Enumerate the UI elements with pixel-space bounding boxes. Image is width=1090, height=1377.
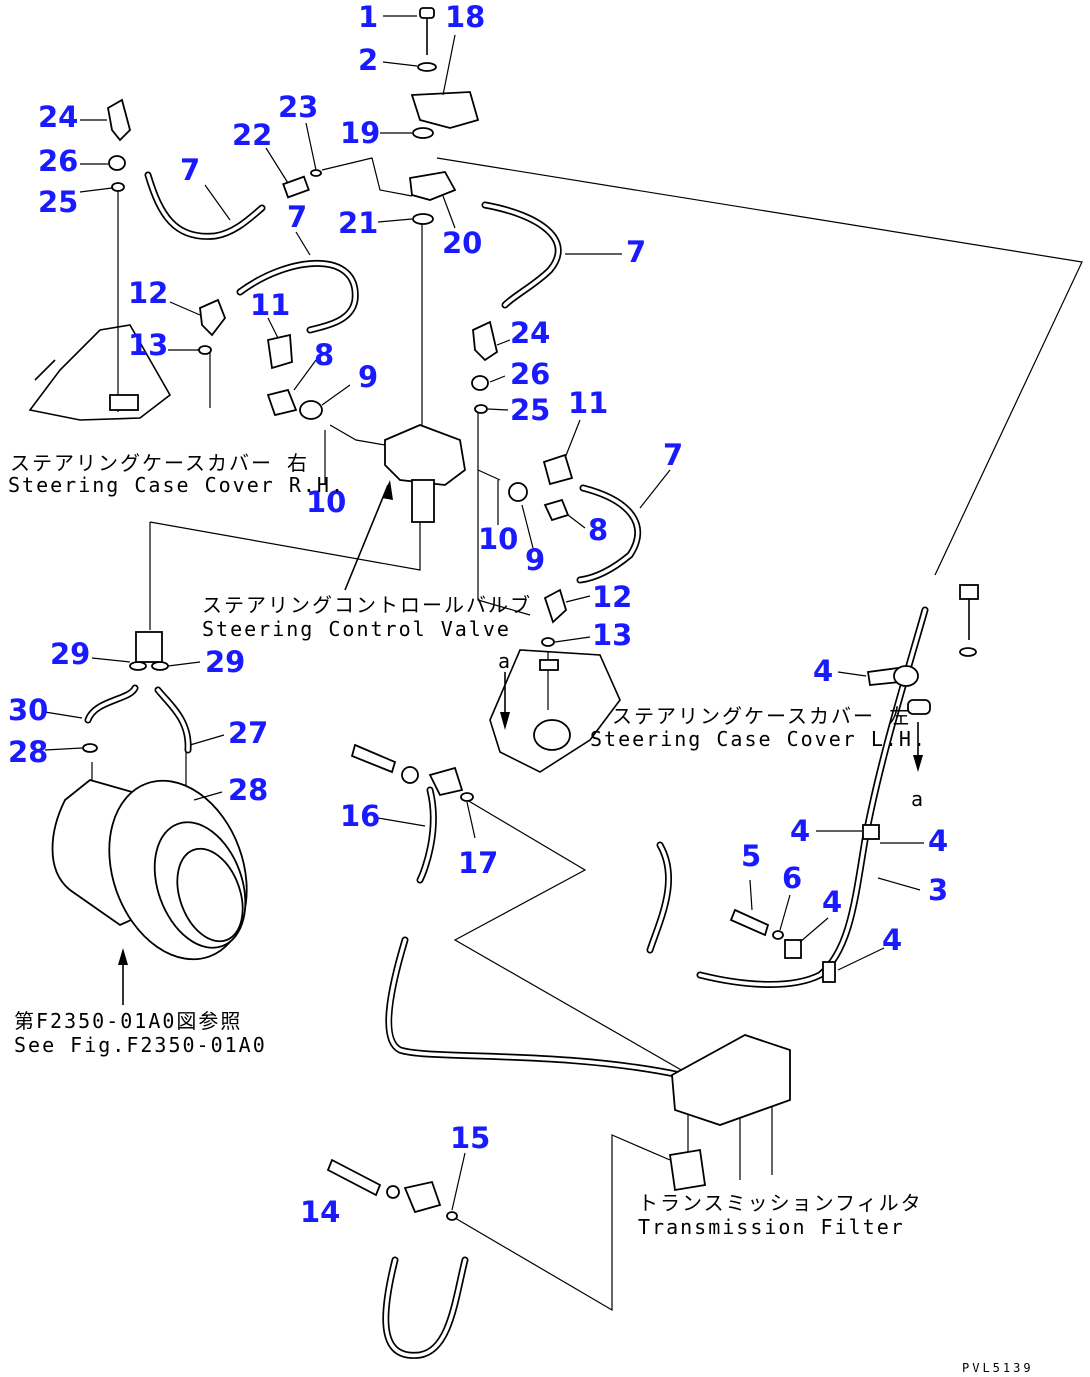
callout-28: 28: [228, 773, 268, 807]
label-see-fig-en: See Fig.F2350-01A0: [14, 1033, 267, 1057]
callout-27: 27: [228, 716, 268, 750]
callout-11: 11: [568, 386, 608, 420]
callout-4: 4: [928, 824, 948, 858]
callout-26: 26: [510, 357, 550, 391]
callout-4: 4: [882, 923, 902, 957]
callout-22: 22: [232, 118, 272, 152]
label-ref-a-right: a: [911, 787, 925, 811]
callout-25: 25: [510, 393, 550, 427]
callout-30: 30: [8, 693, 48, 727]
label-transmission-filter-en: Transmission Filter: [638, 1215, 905, 1239]
callout-5: 5: [741, 839, 761, 873]
callout-13: 13: [128, 328, 168, 362]
callout-23: 23: [278, 90, 318, 124]
callout-24: 24: [510, 316, 550, 350]
callout-14: 14: [300, 1195, 340, 1229]
callout-18: 18: [445, 0, 485, 34]
drawing-code: PVL5139: [962, 1361, 1034, 1375]
callout-2: 2: [358, 43, 378, 77]
callout-26: 26: [38, 144, 78, 178]
callout-4: 4: [790, 814, 810, 848]
callout-7: 7: [180, 153, 200, 187]
callout-8: 8: [588, 513, 608, 547]
callout-16: 16: [340, 799, 380, 833]
callout-4: 4: [813, 654, 833, 688]
steering-case-cover-lh: [489, 649, 621, 773]
callout-11: 11: [250, 288, 290, 322]
callout-21: 21: [338, 206, 378, 240]
label-control-valve-en: Steering Control Valve: [202, 617, 511, 641]
callout-29: 29: [50, 637, 90, 671]
callout-8: 8: [314, 338, 334, 372]
part-labels: ステアリングケースカバー 右 Steering Case Cover R.H. …: [8, 451, 1034, 1375]
label-control-valve-jp: ステアリングコントロールバルブ: [202, 593, 532, 617]
label-steering-case-lh-en: Steering Case Cover L.H.: [590, 727, 927, 751]
callout-17: 17: [458, 846, 498, 880]
label-transmission-filter-jp: トランスミッションフィルタ: [638, 1191, 923, 1215]
label-steering-case-lh-jp: ステアリングケースカバー 左: [612, 704, 911, 728]
callout-7: 7: [626, 235, 646, 269]
label-steering-case-rh-en: Steering Case Cover R.H.: [8, 473, 345, 497]
label-see-fig-jp: 第F2350-01A0図参照: [14, 1009, 242, 1033]
callout-3: 3: [928, 873, 948, 907]
callout-10: 10: [478, 522, 518, 556]
callout-6: 6: [782, 861, 802, 895]
callout-9: 9: [358, 360, 378, 394]
callout-1: 1: [358, 0, 378, 34]
callout-25: 25: [38, 185, 78, 219]
torque-converter: [51, 779, 248, 961]
callout-leaders: [44, 15, 924, 1211]
label-ref-a-left: a: [498, 649, 512, 673]
callout-19: 19: [340, 116, 380, 150]
callout-24: 24: [38, 100, 78, 134]
label-steering-case-rh-jp: ステアリングケースカバー 右: [10, 451, 309, 475]
callout-4: 4: [822, 885, 842, 919]
steering-case-cover-rh: [28, 324, 172, 421]
callout-10: 10: [306, 485, 346, 519]
callout-20: 20: [442, 226, 482, 260]
parts: [28, 7, 979, 1221]
callout-12: 12: [592, 580, 632, 614]
callout-13: 13: [592, 618, 632, 652]
callout-28: 28: [8, 735, 48, 769]
leader-lines: [91, 157, 1083, 1312]
callout-12: 12: [128, 276, 168, 310]
hoses: [84, 171, 929, 1359]
callout-7: 7: [287, 200, 307, 234]
callout-numbers: 1 18 2 24 23 19 22 26 7 25 7 21 20 7 12 …: [8, 0, 948, 1229]
callout-29: 29: [205, 645, 245, 679]
callout-15: 15: [450, 1121, 490, 1155]
callout-9: 9: [525, 543, 545, 577]
callout-7: 7: [663, 438, 683, 472]
